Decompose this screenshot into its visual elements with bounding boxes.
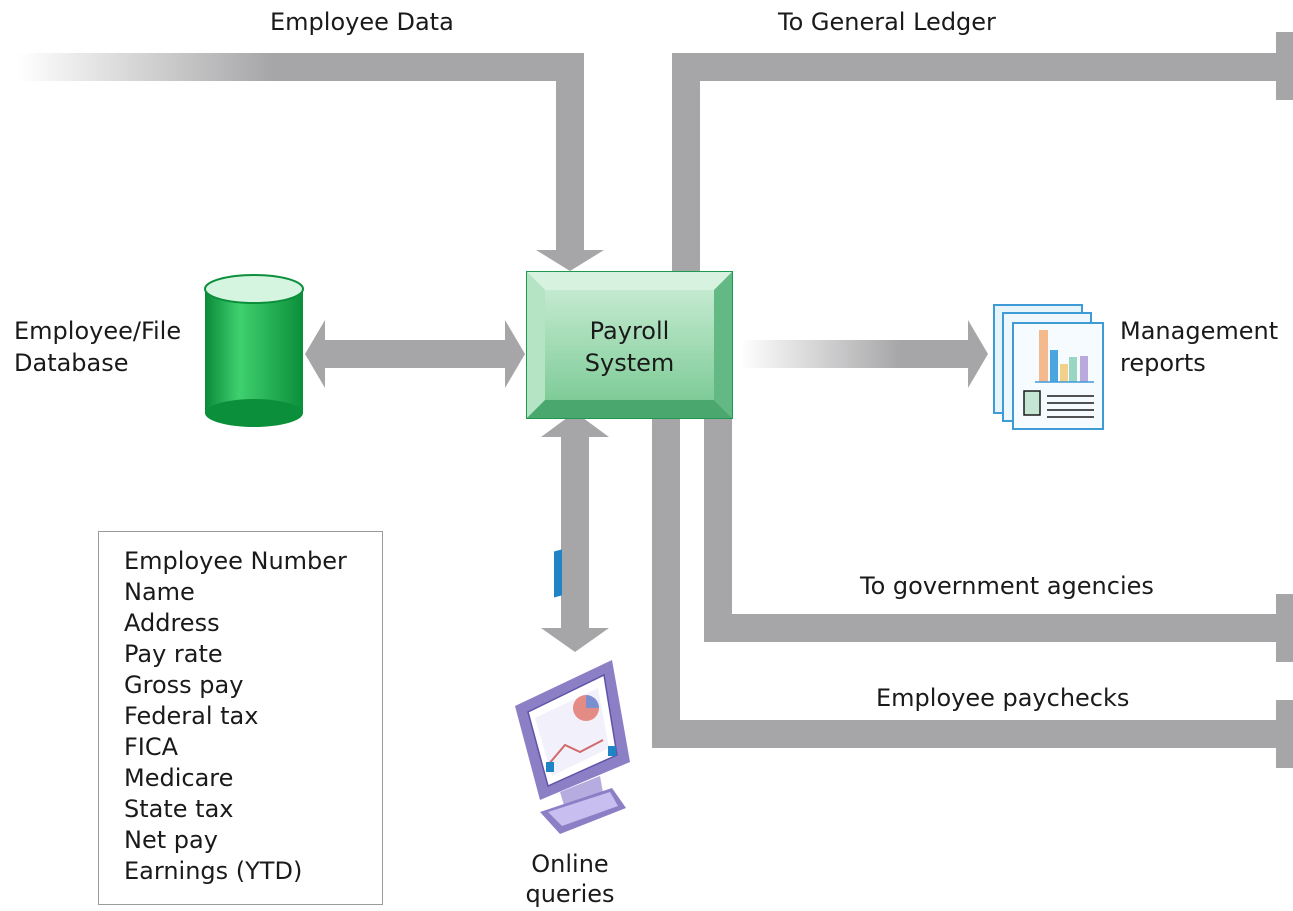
field-item: Net pay	[124, 826, 218, 854]
paychecks-arrow	[652, 418, 1293, 768]
field-item: FICA	[124, 733, 179, 761]
database-payroll-arrow	[305, 320, 525, 388]
field-item: Earnings (YTD)	[124, 857, 303, 885]
field-item: Pay rate	[124, 640, 223, 668]
employee-record-fields: Employee Number Name Address Pay rate Gr…	[98, 531, 383, 905]
field-item: State tax	[124, 795, 234, 823]
field-list: Employee Number Name Address Pay rate Gr…	[99, 532, 382, 887]
database-label-line1: Employee/File	[14, 317, 182, 345]
payroll-label-line1: Payroll	[589, 317, 670, 345]
report-pages-icon	[993, 304, 1104, 430]
management-reports-label-line1: Management	[1120, 317, 1279, 345]
field-item: Federal tax	[124, 702, 259, 730]
general-ledger-label: To General Ledger	[778, 8, 996, 36]
field-item: Name	[124, 578, 195, 606]
general-ledger-arrow	[672, 32, 1293, 271]
paychecks-label: Employee paychecks	[876, 684, 1130, 712]
database-label-line2: Database	[14, 349, 129, 377]
online-queries-label-line2: queries	[525, 880, 615, 908]
online-queries-label-line1: Online	[531, 850, 609, 878]
government-agencies-label: To government agencies	[860, 572, 1154, 600]
field-item: Gross pay	[124, 671, 244, 699]
database-cylinder-icon	[204, 274, 304, 427]
field-item: Address	[124, 609, 220, 637]
employee-data-label: Employee Data	[270, 8, 454, 36]
field-item: Medicare	[124, 764, 234, 792]
payroll-system-node	[526, 271, 733, 419]
queries-arrow	[541, 412, 609, 652]
payroll-label-line2: System	[584, 349, 675, 377]
government-agencies-arrow	[704, 418, 1293, 662]
employee-data-arrow	[18, 53, 604, 271]
computer-monitor-icon	[515, 549, 630, 834]
reports-arrow	[740, 320, 988, 388]
management-reports-label-line2: reports	[1120, 349, 1206, 377]
field-item: Employee Number	[124, 547, 347, 575]
